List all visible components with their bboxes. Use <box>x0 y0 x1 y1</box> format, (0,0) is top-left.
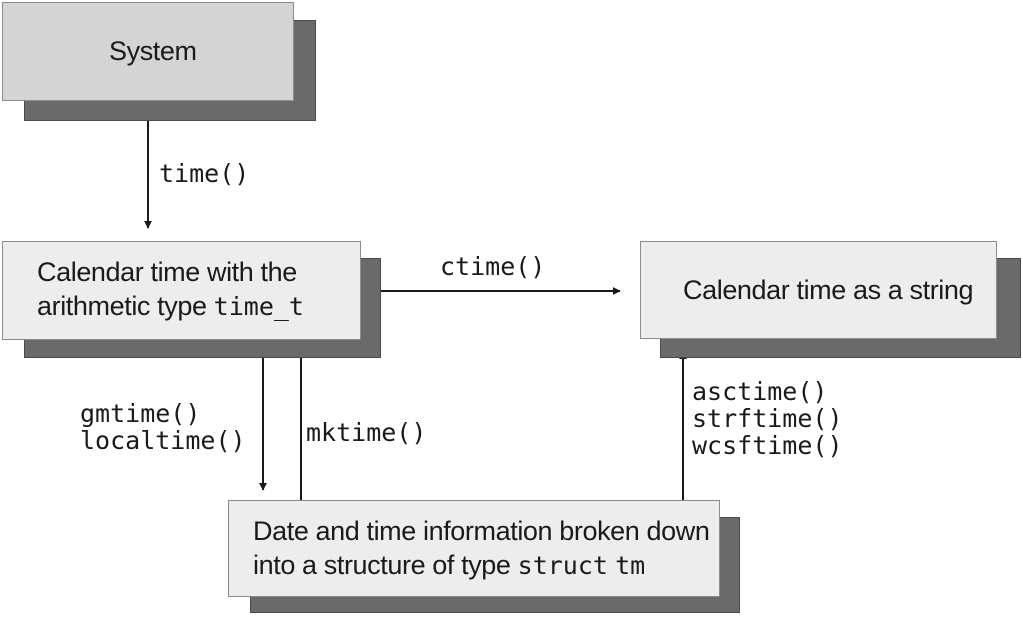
calendar-time-line-2: arithmetic type time_t <box>37 289 304 324</box>
broken-down-line-1: Date and time information broken down <box>253 516 710 546</box>
time-t-code: time_t <box>213 292 304 321</box>
wcsftime-function-label: wcsftime() <box>692 431 843 460</box>
mktime-function-label: mktime() <box>306 418 427 447</box>
system-label: System <box>109 36 197 66</box>
tm-code: tm <box>615 551 646 580</box>
calendar-time-line-1: Calendar time with the <box>37 257 297 287</box>
asctime-strftime-wcsftime-labels: asctime() strftime() wcsftime() <box>692 378 843 459</box>
gmtime-function-label: gmtime() <box>80 399 201 428</box>
calendar-string-box: Calendar time as a string <box>640 241 997 339</box>
broken-down-line-2: into a structure of type struct tm <box>253 548 709 583</box>
time-function-label: time() <box>159 159 250 188</box>
calendar-time-label: Calendar time with the arithmetic type t… <box>37 255 304 324</box>
localtime-function-label: localtime() <box>80 426 246 455</box>
struct-code: struct <box>517 551 608 580</box>
system-box: System <box>2 2 294 101</box>
ctime-function-label: ctime() <box>440 252 546 281</box>
asctime-function-label: asctime() <box>692 377 828 406</box>
calendar-time-type-text: arithmetic type <box>37 291 214 321</box>
broken-down-label: Date and time information broken down in… <box>253 514 710 583</box>
broken-down-type-text: into a structure of type <box>253 550 518 580</box>
broken-down-box: Date and time information broken down in… <box>228 500 720 597</box>
strftime-function-label: strftime() <box>692 404 843 433</box>
gmtime-localtime-labels: gmtime() localtime() <box>80 400 246 454</box>
calendar-time-box: Calendar time with the arithmetic type t… <box>2 241 361 340</box>
calendar-string-label: Calendar time as a string <box>683 275 974 305</box>
